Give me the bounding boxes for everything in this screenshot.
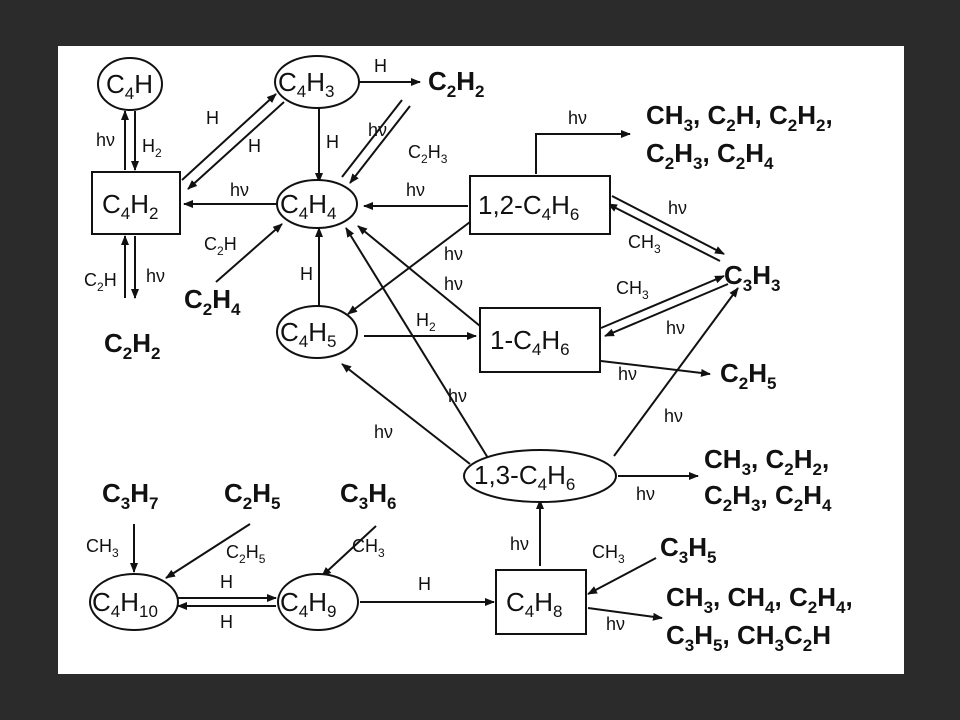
label-hv-1c4h6-c2h5: hν [618, 364, 637, 384]
product-c3h3: C3H3 [724, 260, 781, 295]
label-h2-c4h-c4h2: H2 [142, 136, 162, 160]
label-hv-12c4h6-products: hν [568, 108, 587, 128]
node-labels: C4H C4H2 C4H3 C4H4 C4H5 1,2-C4H6 1-C4H6 … [92, 67, 579, 621]
label-ch3-c3h5-c4h8: CH3 [592, 542, 625, 566]
edge-labels: hν H2 H H H H hν C2H3 hν C2H H hν hν hν … [84, 56, 687, 634]
arrow-c2h4-to-c4h4 [215, 223, 283, 283]
node-c4h9-label: C4H9 [280, 587, 337, 621]
product-c2h4-left: C2H4 [184, 284, 241, 319]
node-c4h10-shape [89, 573, 179, 631]
label-hv-13c4h6-c4h4: hν [448, 386, 467, 406]
node-c4h4-label: C4H4 [280, 189, 337, 223]
node-c4h2-shape [91, 171, 181, 235]
arrow-c3h3-to-12c4h6 [607, 203, 721, 262]
label-h-c4h9-c4h8: H [418, 574, 431, 594]
node-c4h10-label: C4H10 [92, 587, 158, 621]
node-13c4h6-shape [463, 449, 617, 503]
label-c2h-c2h4: C2H [204, 234, 237, 258]
arrow-c2h3-to-c4h4 [349, 105, 411, 184]
product-top-right-line1: CH3, C2H, C2H2, [646, 100, 833, 135]
arrow-c4h8-to-products [587, 607, 663, 621]
arrow-13c4h6-to-c4h4 [345, 227, 489, 459]
arrow-1c4h6-to-c3h3 [600, 275, 725, 329]
label-hv-13c4h6-c3h3: hν [664, 406, 683, 426]
arrow-1c4h6-to-c4h4 [357, 225, 481, 327]
label-hv-c4h4-c4h2: hν [230, 180, 249, 200]
label-hv-12c4h6-c4h4: hν [406, 180, 425, 200]
node-1c4h6-label: 1-C4H6 [490, 325, 570, 359]
node-13c4h6-label: 1,3-C4H6 [474, 460, 575, 494]
product-mid-right-line2: C2H3, C2H4 [704, 480, 832, 515]
label-hv-13c4h6-products: hν [636, 484, 655, 504]
diagram-panel: C4H C4H2 C4H3 C4H4 C4H5 1,2-C4H6 1-C4H6 … [58, 46, 904, 674]
label-h-c4h3-c4h4: H [326, 132, 339, 152]
node-c4h-shape [97, 57, 163, 111]
label-hv-1c4h6-c4h4: hν [444, 274, 463, 294]
node-c4h8-shape [495, 569, 587, 635]
label-ch3-c3h3-1c4h6: CH3 [616, 278, 649, 302]
product-c3h6: C3H6 [340, 478, 397, 513]
label-h2-c4h5-1c4h6: H2 [416, 310, 436, 334]
node-c4h2-label: C4H2 [102, 189, 159, 223]
product-c2h2-left: C2H2 [104, 328, 161, 363]
product-bottom-right-line1: CH3, CH4, C2H4, [666, 582, 853, 617]
label-hv-c4h8-13c4h6: hν [510, 534, 529, 554]
reaction-arrows [121, 78, 739, 621]
node-c4h9-shape [277, 573, 359, 631]
label-h-c4h10-c4h9: H [220, 572, 233, 592]
node-c4h5-shape [276, 305, 358, 359]
product-bottom-right-line2: C3H5, CH3C2H [666, 620, 831, 655]
node-c4h5-label: C4H5 [280, 317, 337, 351]
product-c3h5: C3H5 [660, 532, 717, 567]
products: C2H2 CH3, C2H, C2H2, C2H3, C2H4 C2H4 C2H… [102, 66, 853, 655]
arrow-12c4h6-to-products [535, 130, 631, 174]
arrow-c4h2-to-c4h3 [181, 93, 277, 181]
node-c4h3-label: C4H3 [278, 67, 335, 101]
node-c4h4-shape [276, 179, 358, 229]
arrow-c3h5-to-c4h8 [587, 557, 657, 595]
node-12c4h6-shape [469, 175, 611, 235]
label-h-c4h9-c4h10: H [220, 612, 233, 632]
label-hv-c4h8-products: hν [606, 614, 625, 634]
label-hv-13c4h6-c4h5: hν [374, 422, 393, 442]
product-c2h5-right: C2H5 [720, 358, 777, 393]
label-ch3-c3h6: CH3 [352, 536, 385, 560]
arrow-c3h6-to-c4h9 [321, 525, 377, 577]
product-c3h7: C3H7 [102, 478, 159, 513]
node-1c4h6-shape [479, 307, 601, 373]
product-c2h5-bottom: C2H5 [224, 478, 281, 513]
label-ch3-c3h7: CH3 [86, 536, 119, 560]
arrow-c3h3-to-1c4h6 [604, 283, 729, 337]
label-h-c4h3-c2h2: H [374, 56, 387, 76]
product-c2h2-top: C2H2 [428, 66, 485, 101]
arrow-line-c4h4-hv [341, 99, 403, 178]
arrow-12c4h6-to-c3h3 [611, 195, 725, 255]
label-c2h3-c4h4: C2H3 [408, 142, 448, 166]
label-c2h5-bottom: C2H5 [226, 542, 266, 566]
label-h-c4h2-c4h3: H [206, 108, 219, 128]
label-c2h-c2h2-left: C2H [84, 270, 117, 294]
node-c4h8-label: C4H8 [506, 587, 563, 621]
label-h-c4h3-c4h2: H [248, 136, 261, 156]
arrow-13c4h6-to-c4h5 [341, 363, 471, 465]
node-c4h-label: C4H [106, 69, 153, 103]
node-12c4h6-label: 1,2-C4H6 [478, 190, 579, 224]
label-h-c4h5-c4h4: H [300, 264, 313, 284]
arrow-13c4h6-to-c3h3 [613, 287, 739, 457]
label-ch3-c3h3-12c4h6: CH3 [628, 232, 661, 256]
label-hv-12c4h6-c3h3: hν [668, 198, 687, 218]
product-mid-right-line1: CH3, C2H2, [704, 444, 829, 479]
product-top-right-line2: C2H3, C2H4 [646, 138, 774, 173]
node-shapes [89, 55, 617, 635]
arrow-c2h5-to-c4h10 [165, 523, 251, 579]
node-c4h3-shape [274, 55, 360, 109]
label-hv-c4h2-c2h2: hν [146, 266, 165, 286]
label-hv-c4h2-c4h: hν [96, 130, 115, 150]
arrow-c4h3-to-c4h2 [187, 101, 285, 190]
arrow-1c4h6-to-c2h5 [600, 360, 711, 377]
label-hv-12c4h6-c4h5: hν [444, 244, 463, 264]
label-hv-c4h4-top: hν [368, 120, 387, 140]
label-hv-1c4h6-c3h3: hν [666, 318, 685, 338]
reaction-network-diagram: C4H C4H2 C4H3 C4H4 C4H5 1,2-C4H6 1-C4H6 … [84, 55, 853, 655]
